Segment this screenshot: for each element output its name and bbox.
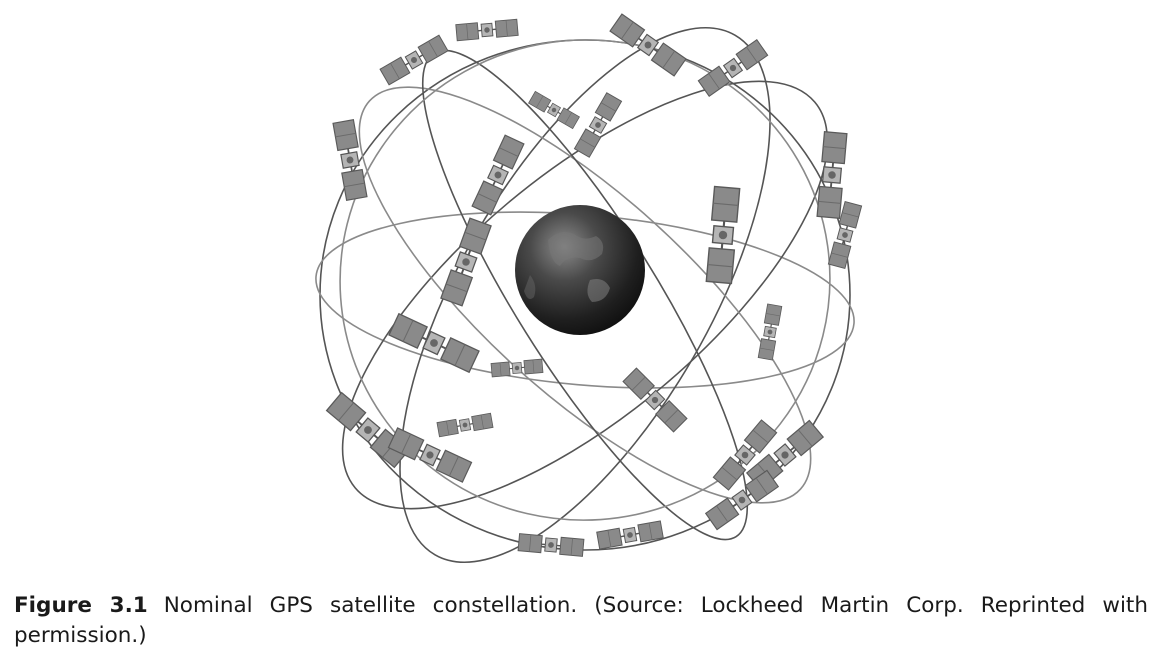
gps-satellite-icon (455, 18, 519, 42)
gps-satellite-icon (436, 412, 494, 438)
gps-satellite-icon (757, 303, 783, 361)
gps-satellite-icon (595, 520, 665, 550)
gps-satellite-icon (622, 367, 688, 433)
gps-satellite-icon (490, 358, 544, 378)
gps-satellite-icon (388, 312, 480, 374)
earth-globe-icon (515, 205, 645, 335)
orbit-ring (341, 80, 829, 510)
figure-caption-text: Nominal GPS satellite constellation. (So… (14, 593, 1148, 648)
gps-satellite-icon (609, 13, 687, 77)
gps-satellite-icon (379, 34, 449, 86)
gps-constellation-illustration (315, 13, 863, 564)
gps-satellite-icon (527, 90, 581, 130)
gps-satellite-icon (471, 134, 525, 216)
orbit-ring (339, 39, 831, 521)
figure-label: Figure 3.1 (14, 593, 148, 618)
gps-satellite-icon (517, 532, 585, 558)
gps-satellite-icon (439, 217, 493, 307)
gps-satellite-icon (332, 118, 368, 202)
gps-satellite-icon (573, 92, 623, 158)
